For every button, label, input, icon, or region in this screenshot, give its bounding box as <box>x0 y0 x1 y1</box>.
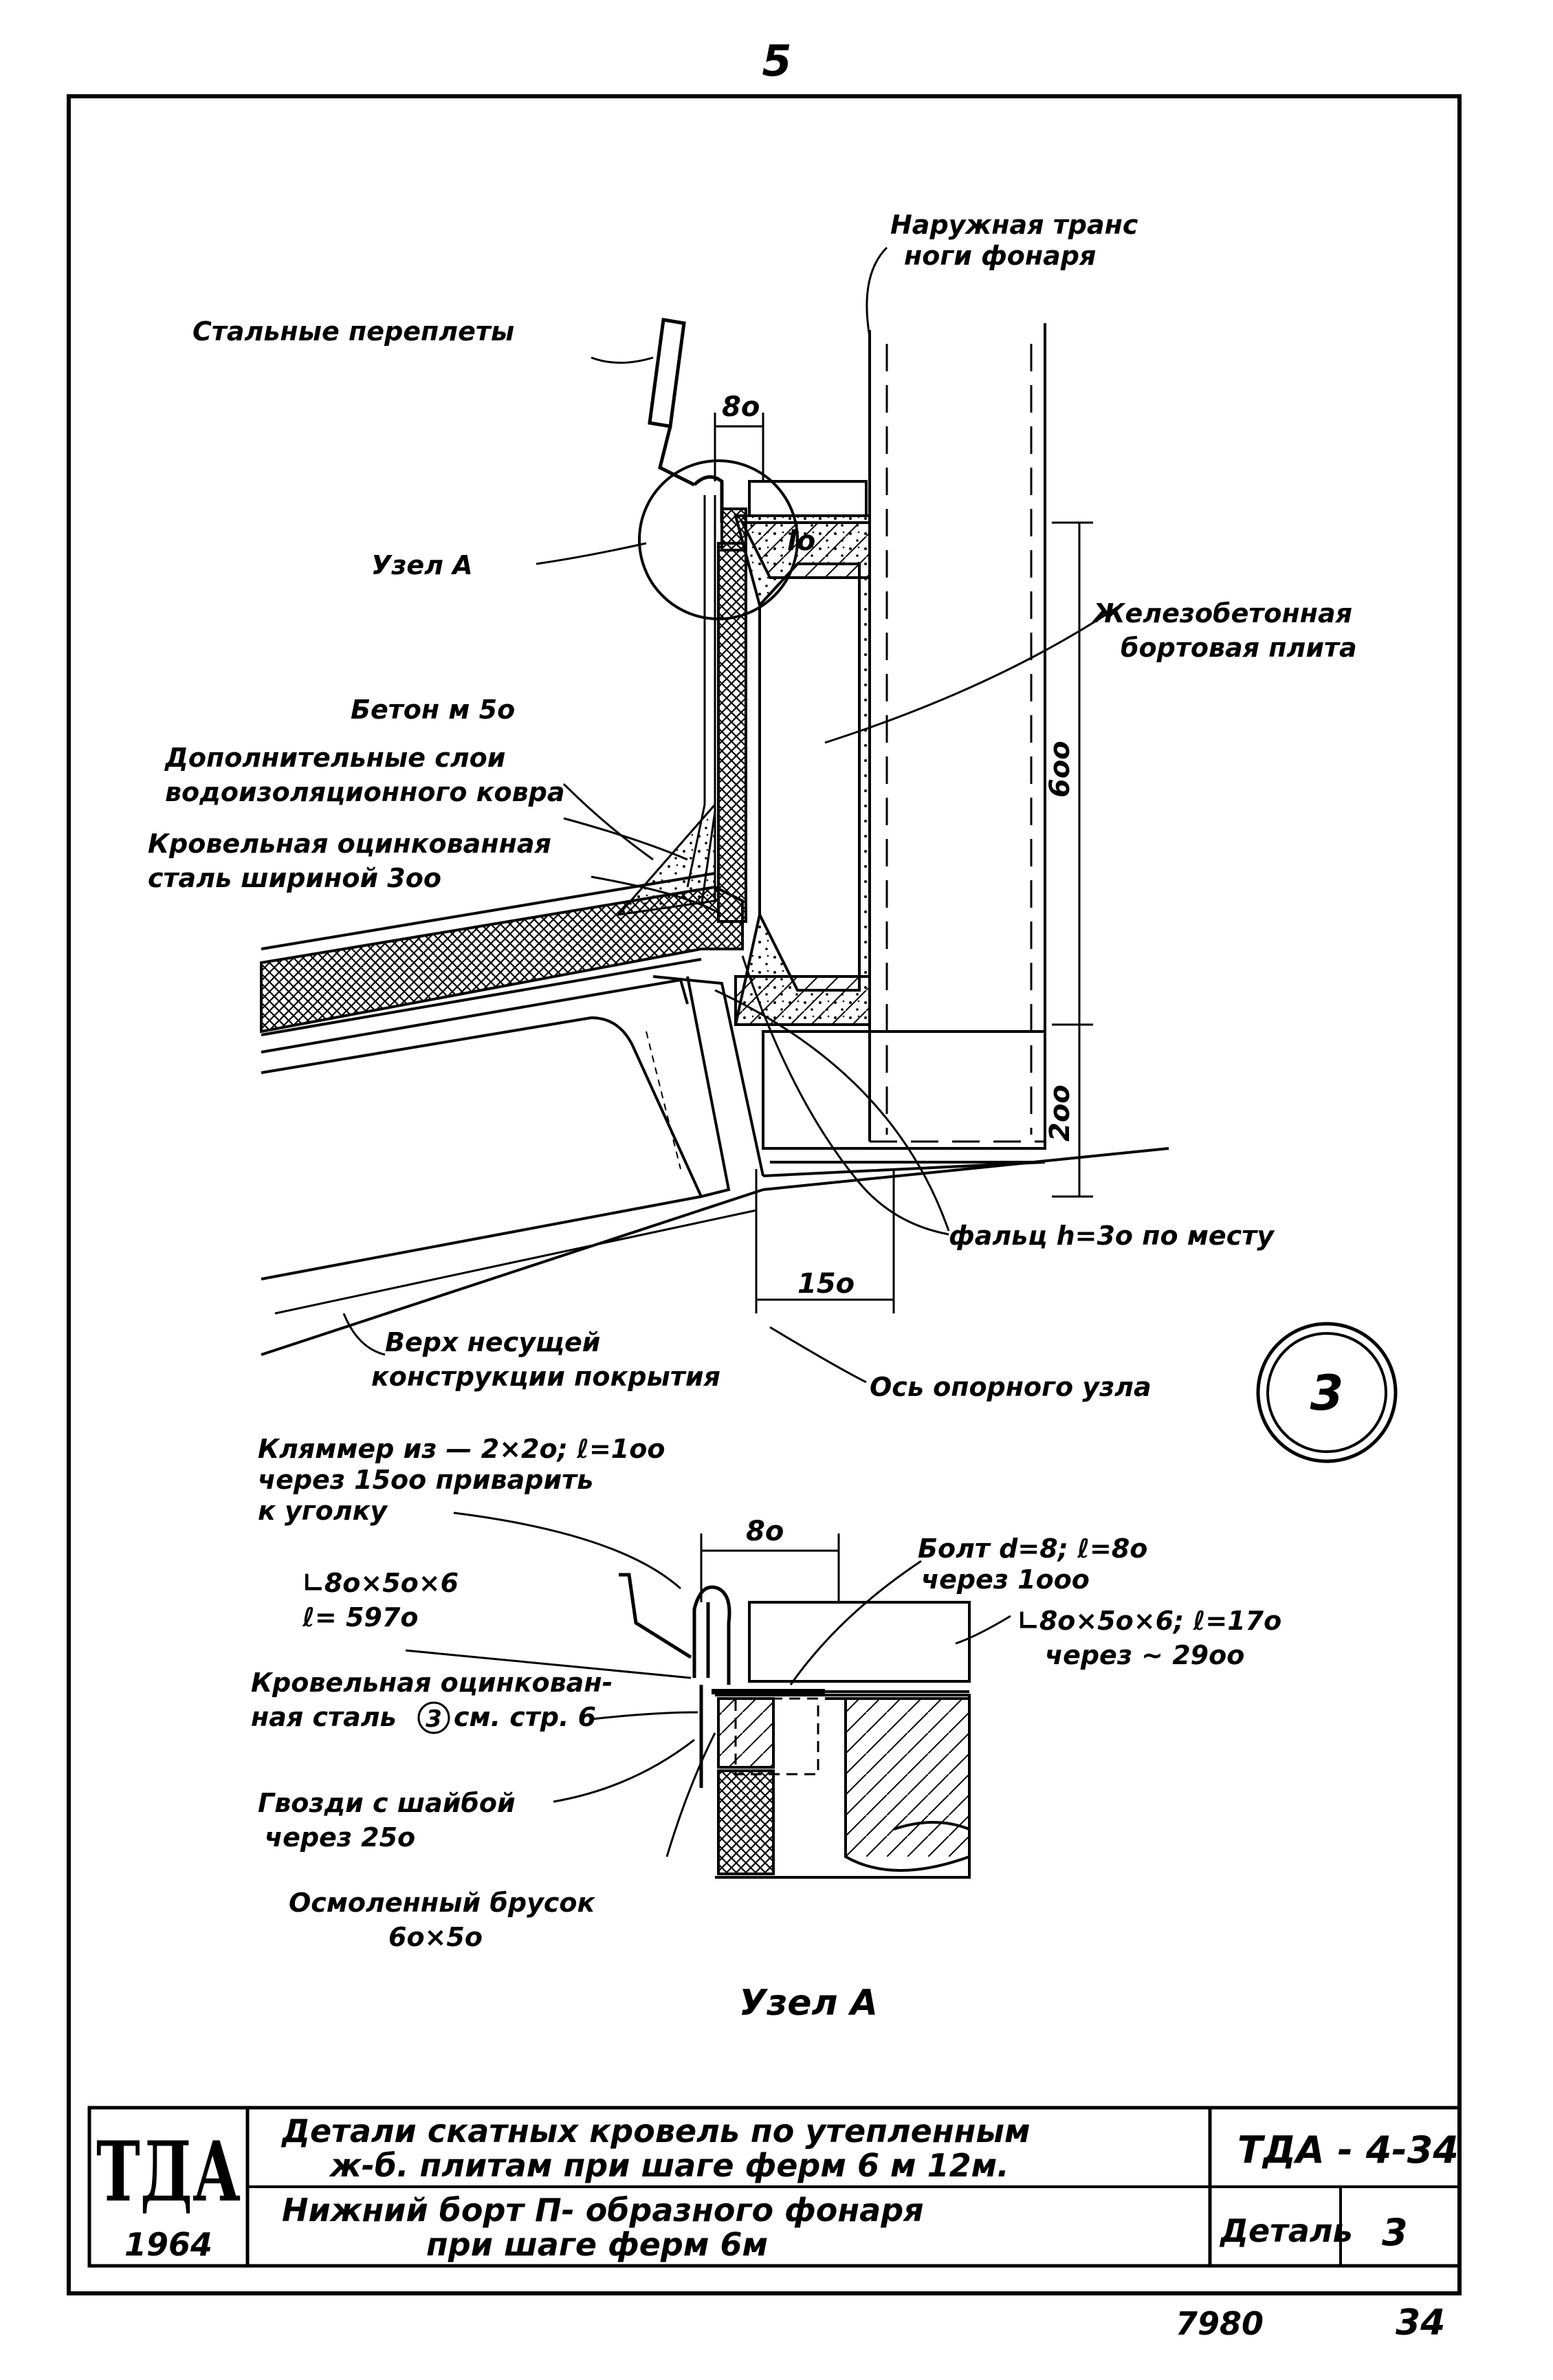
label-galv-steel-2: сталь шириной 3оо <box>148 863 441 893</box>
rc-board-plate <box>736 516 870 1025</box>
galv-ref-circle <box>419 1703 449 1733</box>
label-galv-node-ref: 3 <box>426 1705 442 1733</box>
label-galv-steel-1: Кровельная оцинкованная <box>148 829 551 859</box>
dim-150: 15о <box>797 1268 855 1300</box>
tb-title-1: Детали скатных кровель по утепленным <box>280 2112 1031 2150</box>
tb-title-2: ж-б. плитам при шаге ферм 6 м 12м. <box>329 2147 1009 2184</box>
tda-stamp: ТДА <box>96 2124 241 2220</box>
label-folds: фальц h=3о по месту <box>949 1221 1275 1251</box>
label-carrier-top-2: конструкции покрытия <box>371 1362 720 1392</box>
plate-top-cap <box>749 481 866 516</box>
label-outer-truss-2: ноги фонаря <box>904 241 1096 271</box>
main-section-drawing <box>261 248 1169 1382</box>
label-galv-node-3: см. стр. 6 <box>454 1702 596 1732</box>
label-angle2-2: через ~ 29оо <box>1045 1640 1244 1670</box>
label-clamp-1: Кляммер из — 2×2о; ℓ=1оо <box>258 1434 665 1464</box>
dim-600: 6оо <box>1044 741 1076 798</box>
steel-sash <box>650 320 722 523</box>
leader-lines <box>344 248 1121 1382</box>
label-outer-truss-1: Наружная транс <box>890 210 1138 240</box>
support-line <box>763 1148 1169 1190</box>
sheet-frame <box>69 96 1460 2293</box>
label-bolt-2: через 1ооо <box>921 1564 1090 1595</box>
node-insulation <box>718 1771 773 1874</box>
label-clamp-2: через 15оо приварить <box>258 1465 593 1495</box>
label-concrete: Бетон м 5о <box>351 695 515 725</box>
tb-detail-value: 3 <box>1382 2211 1408 2254</box>
label-carrier-top-1: Верх несущей <box>385 1327 600 1357</box>
tb-subtitle-2: при шаге ферм 6м <box>426 2226 768 2263</box>
dim-80-node: 8о <box>746 1516 784 1547</box>
label-rc-plate-2: бортовая плита <box>1121 633 1357 663</box>
node-a-drawing <box>406 1513 1011 1877</box>
node-a-circle <box>639 461 797 619</box>
top-timber <box>722 509 746 550</box>
tb-year: 1964 <box>124 2226 212 2263</box>
tb-subtitle-1: Нижний борт П- образного фонаря <box>282 2192 924 2229</box>
label-angle2-1: ∟8о×5о×6; ℓ=17о <box>1017 1606 1281 1636</box>
detail-number: 3 <box>1310 1365 1344 1421</box>
node-timber <box>718 1699 773 1767</box>
label-angle1-2: ℓ= 597о <box>302 1602 418 1633</box>
lantern-truss-leg <box>870 323 1045 1142</box>
label-bolt-1: Болт d=8; ℓ=8о <box>918 1533 1147 1564</box>
label-nails-2: через 25о <box>265 1822 415 1853</box>
main-labels: Наружная транс ноги фонаря Стальные пере… <box>148 210 1357 1402</box>
label-extra-layers-1: Дополнительные слои <box>164 743 505 773</box>
label-node-a-ref: Узел А <box>371 550 473 580</box>
label-galv-node-1: Кровельная оцинкован- <box>251 1668 613 1698</box>
title-block-text: ТДА 1964 Детали скатных кровель по утепл… <box>96 2112 1459 2263</box>
label-timber-1: Осмоленный брусок <box>289 1888 595 1918</box>
dimension-lines <box>715 413 1093 1313</box>
tb-code: ТДА - 4-34 <box>1237 2128 1459 2172</box>
footer-left-number: 7980 <box>1176 2305 1264 2342</box>
label-timber-2: 6о×5о <box>388 1922 483 1952</box>
page-number: 5 <box>762 36 791 86</box>
node-title: Узел А <box>739 1983 878 2024</box>
title-block <box>89 2108 1460 2266</box>
dim-80-main: 8о <box>722 391 760 423</box>
carrying-slab <box>261 976 763 1355</box>
roof-slope <box>261 495 742 1052</box>
label-nails-1: Гвозди с шайбой <box>258 1788 516 1818</box>
label-rc-plate-1: Железобетонная <box>1091 598 1352 629</box>
dim-l0: lо <box>787 525 815 557</box>
label-support-axis: Ось опорного узла <box>870 1372 1152 1402</box>
footer-right-number: 34 <box>1396 2302 1445 2344</box>
dim-200: 2оо <box>1044 1084 1076 1142</box>
tb-detail-label: Деталь <box>1219 2212 1353 2249</box>
label-steel-frames: Стальные переплеты <box>192 316 514 347</box>
label-clamp-3: к уголку <box>258 1496 388 1526</box>
detail-number-marker: 3 <box>1258 1324 1396 1461</box>
label-extra-layers-2: водоизоляционного ковра <box>165 777 565 807</box>
vertical-insulation <box>718 543 746 921</box>
node-labels: Кляммер из — 2×2о; ℓ=1оо через 15оо прив… <box>251 1434 1281 2024</box>
label-galv-node-2: ная сталь <box>251 1702 397 1732</box>
label-angle1-1: ∟8о×5о×6 <box>302 1568 459 1598</box>
